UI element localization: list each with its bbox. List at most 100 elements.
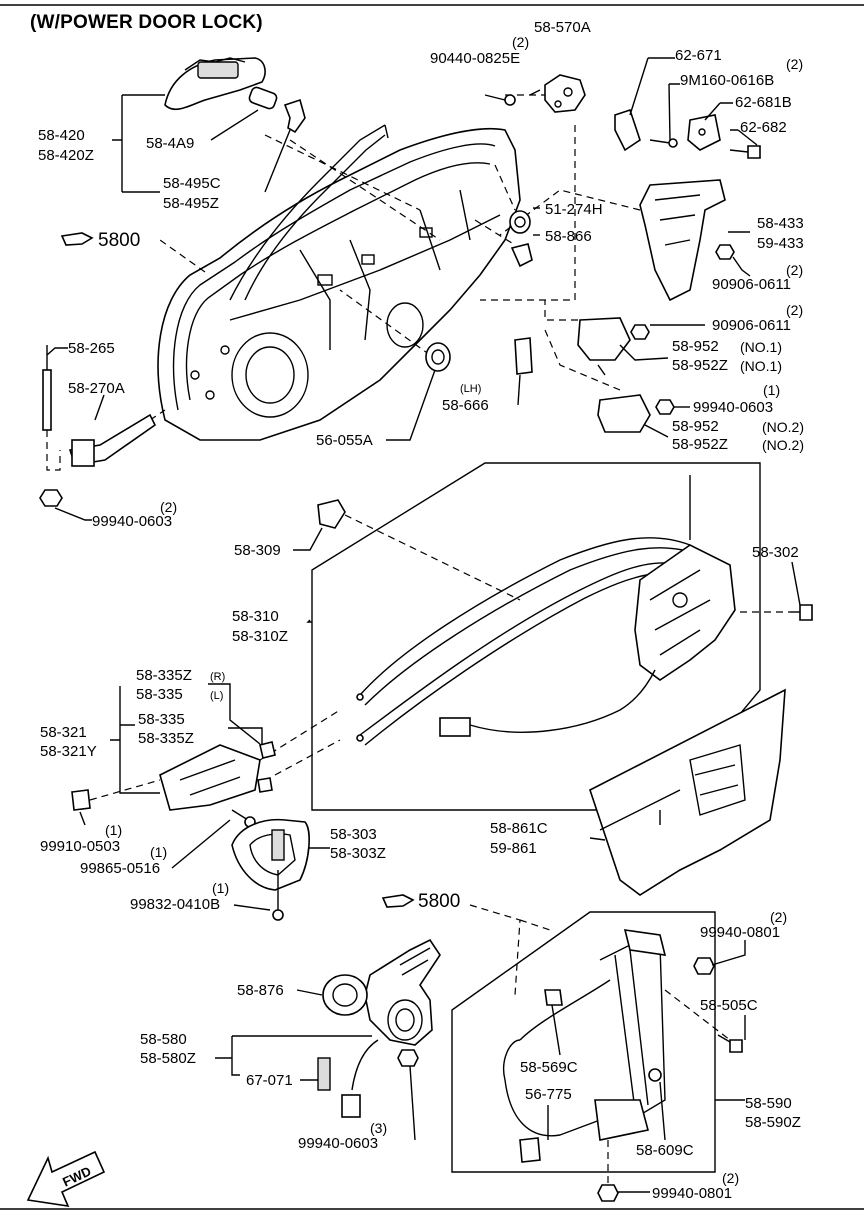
connector-harness: [439, 669, 656, 737]
check-bracket-62-671: [614, 108, 641, 152]
fwd-arrow-icon: [26, 1150, 106, 1208]
part-label: 56-055A: [316, 432, 373, 449]
note-label: (R): [210, 671, 226, 683]
part-label: 99910-0503: [40, 838, 121, 855]
part-label: 58-861C: [490, 820, 548, 837]
screw-99832-0410B: [272, 870, 284, 921]
part-label: 58-335Z: [136, 667, 192, 684]
part-label: 58-952Z: [672, 357, 728, 374]
part-label: 58-335: [138, 711, 185, 728]
part-label: 58-609C: [636, 1142, 694, 1159]
clip-58-335: [257, 741, 276, 793]
part-label: 58-495Z: [163, 195, 219, 212]
switch-58-265: [42, 345, 52, 431]
part-label: 51-274H: [545, 201, 603, 218]
bolt-9M160-0616B: [649, 138, 678, 148]
part-label: 58-303Z: [330, 845, 386, 862]
pointing-hand-icon: [60, 232, 94, 246]
note-label: (NO.1): [740, 339, 782, 355]
quantity-label: (2): [786, 262, 804, 278]
part-label: 58-569C: [520, 1059, 578, 1076]
lock-rod-58-495C: [283, 98, 306, 134]
part-label: 58-420Z: [38, 147, 94, 164]
part-label: 58-310Z: [232, 628, 288, 645]
part-label: 90440-0825E: [430, 50, 521, 67]
part-label: 99832-0410B: [130, 896, 221, 913]
part-label: 99940-0801: [700, 924, 781, 941]
quantity-label: (2): [786, 302, 804, 318]
trim-58-433: [639, 179, 726, 302]
part-label: 58-4A9: [146, 135, 195, 152]
quantity-label: (3): [370, 1120, 388, 1136]
pointing-hand-icon: [381, 894, 415, 908]
part-label: 62-681B: [735, 94, 792, 111]
quantity-label: (1): [212, 880, 230, 896]
part-label: 58-952: [672, 338, 719, 355]
part-label: 58-270A: [68, 380, 125, 397]
window-frame-rail: [229, 124, 389, 301]
part-label: 62-671: [675, 47, 722, 64]
window-regulator-58-590: [503, 929, 667, 1141]
clip-58-866: [510, 243, 533, 268]
bolt-62-682: [729, 145, 761, 159]
part-label: 58-433: [757, 215, 804, 232]
nut-99940-0603-a: [655, 399, 675, 415]
note-label: (NO.2): [762, 419, 804, 435]
stopper-58-270A: [68, 413, 157, 467]
quantity-label: (2): [722, 1170, 740, 1186]
nut-99940-0603-b: [39, 489, 63, 507]
ref-5800-label: 5800: [418, 891, 461, 912]
inner-handle-58-321: [159, 744, 261, 811]
part-label: 99940-0603: [298, 1135, 379, 1152]
striker-58-570A: [544, 74, 586, 113]
part-label: 58-335Z: [138, 730, 194, 747]
note-label: (L): [210, 690, 224, 702]
quantity-label: (1): [763, 382, 781, 398]
bolt-58-505C: [717, 1034, 743, 1053]
door-inner-panel: [157, 127, 521, 441]
nut-99940-0603-c: [397, 1049, 419, 1067]
part-label: 58-952: [672, 418, 719, 435]
nut-99940-0801-b: [597, 1184, 619, 1202]
clip-58-309: [317, 499, 346, 529]
cap-99910-0503: [71, 789, 91, 811]
quantity-label: (2): [512, 34, 530, 50]
part-label: 58-505C: [700, 997, 758, 1014]
hinge-58-952-no2: [597, 394, 651, 433]
harness-67-071: [317, 1039, 379, 1118]
part-label: 58-309: [234, 542, 281, 559]
part-label: 62-682: [740, 119, 787, 136]
part-label: 99940-0603: [693, 399, 774, 416]
note-label: (NO.2): [762, 437, 804, 453]
grommet-51-274H: [509, 210, 531, 234]
part-label: 99940-0603: [92, 513, 173, 530]
sealing-screen-58-861C: [589, 688, 786, 896]
hinge-62-681B: [687, 114, 721, 151]
nut-99940-0801-a: [693, 957, 715, 975]
part-label: 9M160-0616B: [680, 72, 775, 89]
page-title: (W/POWER DOOR LOCK): [30, 12, 263, 33]
part-label: 58-590Z: [745, 1114, 801, 1131]
part-label: 58-570A: [534, 19, 591, 36]
hole-plug-58-666: [514, 337, 533, 375]
part-label: 56-775: [525, 1086, 572, 1103]
quantity-label: (2): [786, 56, 804, 72]
quantity-label: (2): [770, 909, 788, 925]
regulator-box-frame: [451, 911, 716, 1173]
bolt-90440-0825E: [484, 94, 516, 106]
note-label: (LH): [460, 383, 482, 395]
quantity-label: (1): [150, 844, 168, 860]
power-window-motor-58-580: [364, 938, 441, 1046]
gasket-58-876: [322, 974, 368, 1016]
hinge-58-952-no1: [577, 317, 631, 376]
quantity-label: (2): [160, 499, 178, 515]
quantity-label: (1): [105, 822, 123, 838]
part-label: 58-310: [232, 608, 279, 625]
part-label: 99865-0516: [80, 860, 161, 877]
outer-handle-58-420: [164, 57, 266, 110]
leader-lines: [46, 57, 801, 1193]
part-label: 58-590: [745, 1095, 792, 1112]
nut-90906-0611-a: [715, 244, 735, 260]
